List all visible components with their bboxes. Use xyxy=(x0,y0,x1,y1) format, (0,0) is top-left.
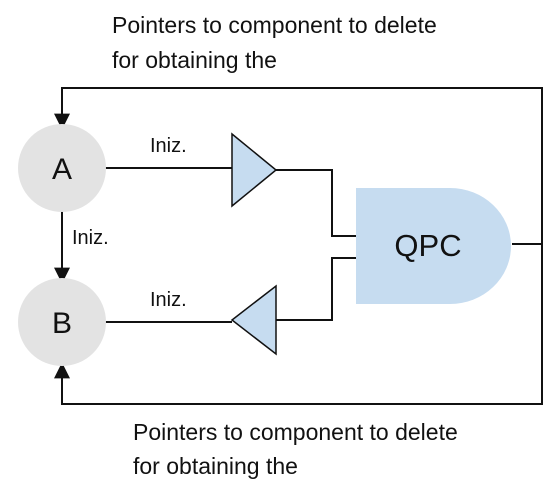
top-caption-line1: Pointers to component to delete xyxy=(112,12,437,38)
node-b xyxy=(18,278,106,366)
edge-label-amp-to-b: Iniz. xyxy=(150,289,187,311)
edge-label-a-to-amp: Iniz. xyxy=(150,135,187,157)
qpc-block xyxy=(356,188,511,304)
node-b-label: B xyxy=(52,307,72,340)
bottom-pointer-line xyxy=(54,244,543,405)
top-caption-line2: for obtaining the xyxy=(112,47,277,73)
bottom-caption-line1: Pointers to component to delete xyxy=(133,419,458,445)
edge-label-a-to-b: Iniz. xyxy=(72,227,109,249)
upper-amplifier xyxy=(231,132,278,208)
bottom-caption-line2: for obtaining the xyxy=(133,453,298,479)
top-pointer-line xyxy=(54,87,543,244)
upper-amp-to-qpc-line xyxy=(276,169,356,237)
qpc-to-lower-amp-line xyxy=(276,257,356,321)
lower-amplifier xyxy=(230,284,277,356)
node-a-label: A xyxy=(52,153,72,186)
qpc-label: QPC xyxy=(394,228,461,263)
node-a xyxy=(18,124,106,212)
